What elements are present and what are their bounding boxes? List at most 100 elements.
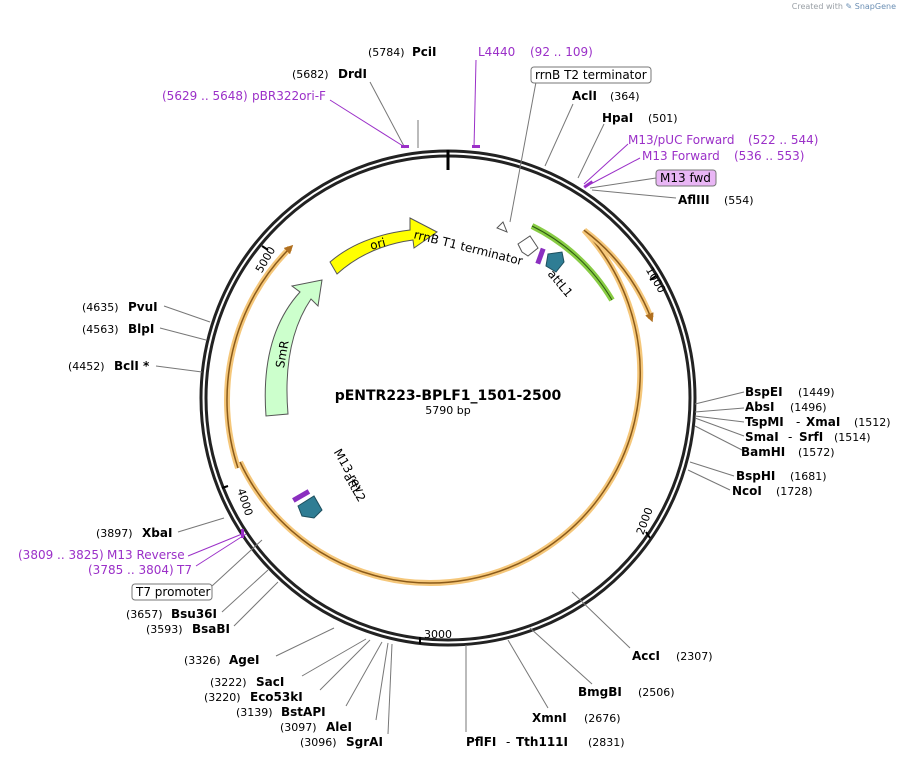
site-drdi-pos: (5682) [292,68,329,81]
m13-forward-primer-mark [583,180,594,189]
primer-pbr322ori-f-range: (5629 .. 5648) [162,89,248,103]
site-ncoi-pos: (1728) [776,485,813,498]
site-afliii-pos: (554) [724,194,754,207]
pbr322ori-f-primer-mark [401,145,409,148]
credit-prefix: Created with [791,2,843,11]
site-agei-pos: (3326) [184,654,221,667]
ori-label: ori [368,235,387,253]
tick-mark-5000 [261,245,269,251]
orf-arc-upper-right-line [584,230,654,323]
primer-m13-reverse-name: M13 Reverse [107,548,185,562]
site-smai-name: SmaI [745,430,779,444]
leader-pvui [163,305,211,323]
primer-m13-forward-range: (536 .. 553) [734,149,804,163]
leader-eco53ki [319,639,371,691]
attl1-feature-arrow [545,251,565,273]
site-pflfi-name: PflFI [466,735,496,749]
site-xbai-pos: (3897) [96,527,133,540]
site-pvui-name: PvuI [128,300,158,314]
site-acci-name: AccI [632,649,660,663]
site-xbai-name: XbaI [142,526,172,540]
m13-fwd-box: M13 fwd [655,169,717,187]
primer-m13-reverse-range: (3809 .. 3825) [18,548,104,562]
site-tspmi-pos: (1512) [854,416,891,429]
leader-bstapi [345,641,383,707]
site-afliii-name: AflIII [678,193,710,207]
site-tspmi-name: TspMI [745,415,784,429]
tick-label-4000: 4000 [234,487,255,518]
primer-t7-name: T7 [176,563,192,577]
leader-hpai [577,123,605,179]
leader-saci [301,638,367,677]
t7-primer-mark [241,529,244,538]
site-bcli-pos: (4452) [68,360,105,373]
site-bcli-name: BclI * [114,359,150,373]
rrnb-t1-terminator-arrow [517,235,539,257]
site-bsu36i-pos: (3657) [126,608,163,621]
leader-smai [694,417,745,437]
leader-xbai [177,517,225,533]
site-bamhi-pos: (1572) [798,446,835,459]
leader-l4440 [473,59,477,149]
site-dash-2: - [788,430,792,444]
site-drdi-name: DrdI [338,67,367,81]
site-ncoi-name: NcoI [732,484,762,498]
orf-arc-main-line [239,229,641,584]
leader-bsphi [689,461,735,477]
leader-t7-promoter [211,539,263,587]
leader-sgrai [387,643,393,735]
site-xmni-name: XmnI [532,711,567,725]
rrnb-t2-terminator-box: rrnB T2 terminator [530,66,652,84]
leader-tspmi [694,415,745,423]
tick-label-2000: 2000 [634,506,656,537]
leader-m13-reverse [187,533,243,557]
rrnb-t2-terminator-arrow [496,221,508,233]
site-alei-name: AleI [326,720,352,734]
site-pflfi-pos: (2831) [588,736,625,749]
leader-bsu36i [221,569,269,613]
site-bmgbi-pos: (2506) [638,686,675,699]
leader-m13-puc-forward [583,143,629,185]
ori-feature-arrow [329,217,438,275]
site-blpi-pos: (4563) [82,323,119,336]
rrnb-t2-terminator-label: rrnB T2 terminator [535,68,647,82]
primer-pbr322ori-f-name: pBR322ori-F [252,89,326,103]
site-bspei-pos: (1449) [798,386,835,399]
primer-m13-puc-forward-name: M13/pUC Forward [628,133,735,147]
rrnb-t1-terminator-label: rrnB T1 terminator [412,227,524,268]
leader-ncoi [687,469,731,491]
snapgene-logo-icon: ✎ [845,2,853,11]
leader-bamhi [694,425,743,451]
site-sgrai-name: SgrAI [346,735,383,749]
tick-mark-4000 [221,485,229,489]
green-feature-arc-line [531,225,613,301]
tick-mark-2000 [645,531,651,539]
site-dash-3: - [506,735,510,749]
site-pcii-pos: (5784) [368,46,405,59]
site-hpai-pos: (501) [648,112,678,125]
plasmid-name: pENTR223-BPLF1_1501-2500 [335,388,562,404]
leader-bcli [155,365,203,373]
attl1-primer-mark [535,247,546,265]
leader-alei [375,642,389,721]
primer-l4440-range: (92 .. 109) [530,45,593,59]
primer-t7-range: (3785 .. 3804) [88,563,174,577]
site-xmai-name: XmaI [806,415,840,429]
site-acli-pos: (364) [610,90,640,103]
tick-label-3000: 3000 [424,628,452,641]
site-srfi-name: SrfI [799,430,823,444]
smr-feature-arrow [264,279,323,417]
site-acli-name: AclI [572,89,597,103]
leader-bmgbi [529,627,593,685]
attl1-label: attL1 [545,267,576,300]
site-bspei-name: BspEI [745,385,783,399]
site-pcii-name: PciI [412,45,437,59]
smr-label: SmR [273,339,292,369]
primer-l4440-name: L4440 [478,45,515,59]
orf-arc-left-line [226,244,294,469]
snapgene-credit: Created with ✎ SnapGene [792,2,896,11]
primer-m13-puc-forward-range: (522 .. 544) [748,133,818,147]
site-bsabi-name: BsaBI [192,622,230,636]
site-bsphi-pos: (1681) [790,470,827,483]
